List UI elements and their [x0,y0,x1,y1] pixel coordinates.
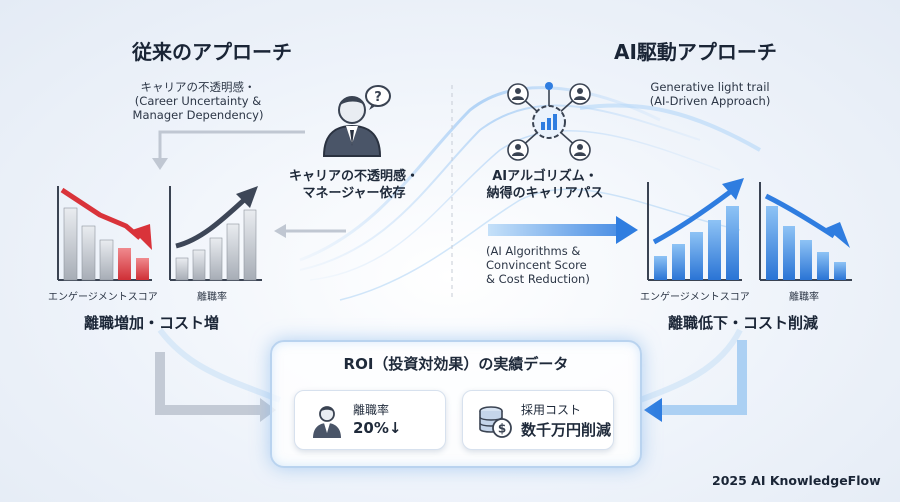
left-note-line1: キャリアの不透明感・ [140,80,256,94]
algo-note-line1: (AI Algorithms & [486,244,581,258]
right-note-line2: (AI-Driven Approach) [649,94,771,108]
left-engagement-chart [57,186,152,281]
right-note-line1: Generative light trail [650,80,770,94]
algo-note-line2: Convincent Score [486,258,587,272]
algo-note: (AI Algorithms & Convincent Score & Cost… [486,244,590,286]
right-turnover-chart [759,182,852,281]
turnover-card: 離職率 20%↓ [294,390,446,450]
left-turnover-chart [169,186,262,281]
person-label: キャリアの不透明感・ マネージャー依存 [286,168,422,202]
algo-note-line3: & Cost Reduction) [486,272,590,286]
left-chart1-caption: エンゲージメントスコア [48,292,158,303]
left-note: キャリアの不透明感・ (Career Uncertainty & Manager… [118,80,278,122]
left-note-line3: Manager Dependency) [132,108,264,122]
svg-text:$: $ [498,422,506,436]
question-bubble-icon: ? [365,85,391,110]
hiring-cost-label: 採用コスト [521,403,582,417]
turnover-label: 離職率 [353,403,390,417]
person-label-line2: マネージャー依存 [302,186,406,201]
svg-text:?: ? [374,90,382,105]
right-chart2-caption: 離職率 [789,292,819,303]
hiring-cost-value: 数千万円削減 [521,421,612,439]
person-label-line1: キャリアの不透明感・ [288,169,419,184]
right-title: AI駆動アプローチ [614,40,777,64]
hiring-cost-card: $ 採用コスト 数千万円削減 [462,390,614,450]
right-chart1-caption: エンゲージメントスコア [640,292,750,303]
right-result: 離職低下・コスト削減 [668,314,819,332]
left-note-line2: (Career Uncertainty & [134,94,262,108]
left-result: 離職増加・コスト増 [84,314,220,332]
network-label: AIアルゴリズム・ 納得のキャリアパス [470,168,620,202]
roi-panel: ROI（投資対効果）の実績データ 離職率 20%↓ $ 採用コスト 数千万円削減 [270,340,642,468]
footer-credit: 2025 AI KnowledgeFlow [712,473,881,488]
roi-title: ROI（投資対効果）の実績データ [343,355,569,373]
user-badge-icon [313,406,341,438]
network-label-line2: 納得のキャリアパス [486,186,604,201]
left-chart2-caption: 離職率 [197,292,227,303]
right-engagement-chart [647,178,744,281]
left-title: 従来のアプローチ [132,40,292,64]
gear-icon [532,105,566,139]
ai-network-icon [507,82,591,161]
network-label-line1: AIアルゴリズム・ [492,169,598,184]
turnover-value: 20%↓ [353,419,402,437]
businessman-icon [322,96,382,157]
coin-stack-icon: $ [479,406,512,438]
right-note: Generative light trail (AI-Driven Approa… [620,80,800,108]
